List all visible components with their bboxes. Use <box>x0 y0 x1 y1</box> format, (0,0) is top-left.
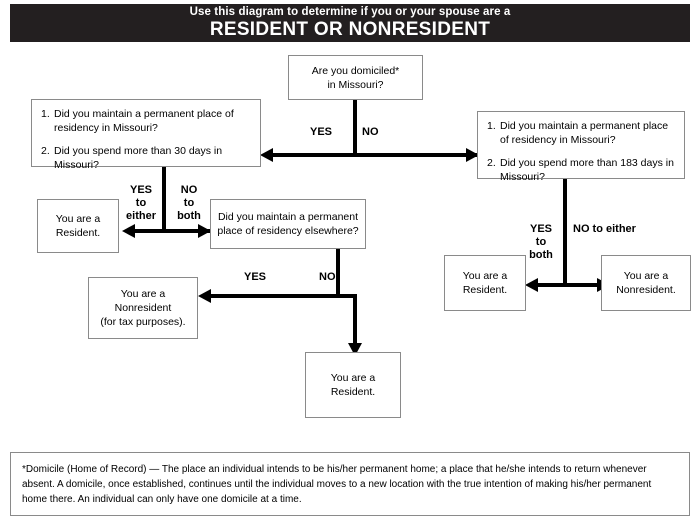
connector-mid-no-down <box>353 294 357 344</box>
label-left-yes-line1: YES <box>129 184 152 196</box>
arrow-left-no-both <box>198 224 211 238</box>
connector-right-split-bar <box>537 283 609 287</box>
right-nonresident-line2: Nonresident. <box>616 284 676 296</box>
node-left-questions: 1. Did you maintain a permanent place of… <box>31 99 261 171</box>
label-right-yes-to-both: YES to both <box>519 223 563 262</box>
label-left-yes-line2: to <box>135 197 147 209</box>
elsewhere-line2: place of residency elsewhere? <box>217 225 359 237</box>
label-top-yes: YES <box>310 126 333 138</box>
node-are-you-domiciled: Are you domiciled* in Missouri? <box>288 55 423 100</box>
left-q2-number: 2. <box>41 145 50 157</box>
label-left-no-line3: both <box>177 210 201 222</box>
arrow-top-no-right <box>466 148 479 162</box>
label-left-no-line2: to <box>183 197 195 209</box>
arrow-mid-yes-left <box>198 289 211 303</box>
arrow-right-yes-both <box>525 278 538 292</box>
left-q1-text: Did you maintain a permanent place of re… <box>54 108 234 134</box>
nonresident-tax-line3: (for tax purposes). <box>100 316 186 328</box>
banner-subtitle: Use this diagram to determine if you or … <box>189 6 511 18</box>
right-q2-number: 2. <box>487 157 496 169</box>
label-top-no: NO <box>362 126 379 138</box>
left-resident-line1: You are a <box>55 213 101 225</box>
right-resident-line2: Resident. <box>462 284 508 296</box>
connector-domiciled-stem <box>353 100 357 157</box>
connector-elsewhere-stem <box>336 249 340 296</box>
node-right-questions: 1. Did you maintain a permanent place of… <box>477 111 685 183</box>
label-mid-no: NO <box>319 271 336 283</box>
right-q1-number: 1. <box>487 120 496 132</box>
banner-title: RESIDENT OR NONRESIDENT <box>209 19 491 40</box>
label-right-no-to-either: NO to either <box>573 223 636 235</box>
label-right-yes-line1: YES <box>529 223 552 235</box>
label-left-yes-line3: either <box>126 210 156 222</box>
label-left-yes-to-either: YES to either <box>119 184 163 223</box>
connector-left-split-bar <box>134 229 210 233</box>
connector-right-stem <box>563 179 567 285</box>
left-q1-number: 1. <box>41 108 50 120</box>
label-mid-yes: YES <box>244 271 267 283</box>
node-domiciled-line2: in Missouri? <box>327 78 384 91</box>
arrow-top-yes-left <box>260 148 273 162</box>
list-item: 1. Did you maintain a permanent place of… <box>487 119 676 147</box>
node-right-resident: You are a Resident. <box>444 255 526 311</box>
header-banner: Use this diagram to determine if you or … <box>10 4 690 42</box>
nonresident-tax-line1: You are a <box>120 288 166 300</box>
list-item: 2. Did you spend more than 30 days in Mi… <box>41 144 252 172</box>
connector-left-stem <box>162 167 166 231</box>
footnote-domicile: *Domicile (Home of Record) — The place a… <box>10 452 690 516</box>
right-resident-line1: You are a <box>462 270 508 282</box>
node-domiciled-line1: Are you domiciled* <box>311 64 400 77</box>
elsewhere-line1: Did you maintain a permanent <box>217 211 359 223</box>
bottom-resident-line2: Resident. <box>330 386 376 398</box>
left-resident-line2: Resident. <box>55 227 101 239</box>
list-item: 1. Did you maintain a permanent place of… <box>41 107 252 135</box>
right-q2-text: Did you spend more than 183 days in Miss… <box>500 157 674 183</box>
label-right-yes-line2: to <box>535 236 547 248</box>
left-q2-text: Did you spend more than 30 days in Misso… <box>54 145 223 171</box>
connector-top-split-bar <box>272 153 478 157</box>
node-residency-elsewhere: Did you maintain a permanent place of re… <box>210 199 366 249</box>
bottom-resident-line1: You are a <box>330 372 376 384</box>
list-item: 2. Did you spend more than 183 days in M… <box>487 156 676 184</box>
label-right-yes-line3: both <box>529 249 553 261</box>
right-q1-text: Did you maintain a permanent place of re… <box>500 120 669 146</box>
nonresident-tax-line2: Nonresident <box>114 302 172 314</box>
node-left-resident: You are a Resident. <box>37 199 119 253</box>
right-nonresident-line1: You are a <box>623 270 669 282</box>
label-left-no-line1: NO <box>180 184 198 196</box>
node-right-nonresident: You are a Nonresident. <box>601 255 691 311</box>
label-left-no-to-both: NO to both <box>168 184 210 223</box>
connector-mid-no-line <box>336 294 357 298</box>
node-nonresident-tax: You are a Nonresident (for tax purposes)… <box>88 277 198 339</box>
connector-mid-yes-line <box>210 294 340 298</box>
arrow-left-yes-either <box>122 224 135 238</box>
node-bottom-resident: You are a Resident. <box>305 352 401 418</box>
